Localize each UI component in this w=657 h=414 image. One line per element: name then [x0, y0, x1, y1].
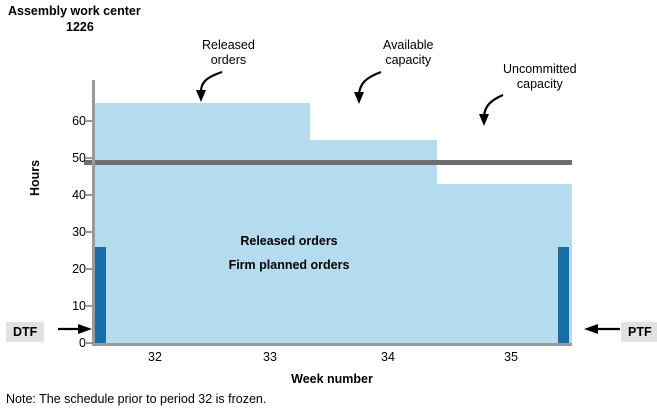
y-tick-20: 20 [72, 262, 86, 276]
y-tickmark-0 [86, 342, 92, 344]
area-label-firm-planned-orders: Firm planned orders [228, 258, 350, 272]
ptf-bar [558, 247, 569, 343]
callout-available-capacity-line2: capacity [385, 53, 432, 67]
y-tickmark-40 [86, 194, 92, 196]
dtf-tag: DTF [6, 322, 45, 342]
y-tick-50: 50 [72, 151, 86, 165]
callout-uncommitted-capacity-line1: Uncommitted [503, 62, 577, 76]
y-tick-40: 40 [72, 188, 86, 202]
y-tickmark-50 [86, 157, 92, 159]
plot-area: 0 10 20 30 40 50 60 32 33 34 35 Week num… [72, 80, 572, 386]
figure-note: Note: The schedule prior to period 32 is… [6, 392, 267, 406]
y-tick-60: 60 [72, 114, 86, 128]
y-tick-30: 30 [72, 225, 86, 239]
dtf-bar [95, 247, 106, 343]
callout-released-orders-line2: orders [210, 53, 247, 67]
x-axis [92, 343, 572, 346]
x-tick-35: 35 [504, 350, 518, 364]
callout-available-capacity: Available capacity [383, 38, 434, 68]
callout-uncommitted-capacity-line2: capacity [516, 77, 563, 91]
y-tickmark-20 [86, 268, 92, 270]
available-capacity-line [84, 160, 572, 165]
callout-available-capacity-line1: Available [383, 38, 434, 52]
y-axis [92, 80, 95, 346]
y-tickmark-60 [86, 120, 92, 122]
page-title: Assembly work center [8, 4, 141, 18]
page-subtitle: 1226 [66, 20, 94, 34]
y-axis-title: Hours [28, 159, 42, 196]
area-segment-week34 [310, 140, 437, 343]
arrowhead-dtf-icon [78, 324, 92, 334]
callout-uncommitted-capacity: Uncommitted capacity [503, 62, 577, 92]
arrowhead-ptf-icon [584, 324, 598, 334]
area-segment-week32-33 [95, 103, 310, 343]
y-tick-0: 0 [79, 336, 86, 350]
area-segment-week35 [437, 184, 572, 343]
callout-released-orders-line1: Released [202, 38, 255, 52]
area-label-released-orders: Released orders [240, 234, 338, 248]
callout-released-orders: Released orders [202, 38, 255, 68]
x-tick-33: 33 [263, 350, 277, 364]
y-tickmark-30 [86, 231, 92, 233]
ptf-tag: PTF [621, 322, 657, 342]
x-tick-34: 34 [381, 350, 395, 364]
x-tick-32: 32 [148, 350, 162, 364]
y-tickmark-10 [86, 305, 92, 307]
y-tick-10: 10 [72, 299, 86, 313]
x-axis-title: Week number [291, 372, 373, 386]
